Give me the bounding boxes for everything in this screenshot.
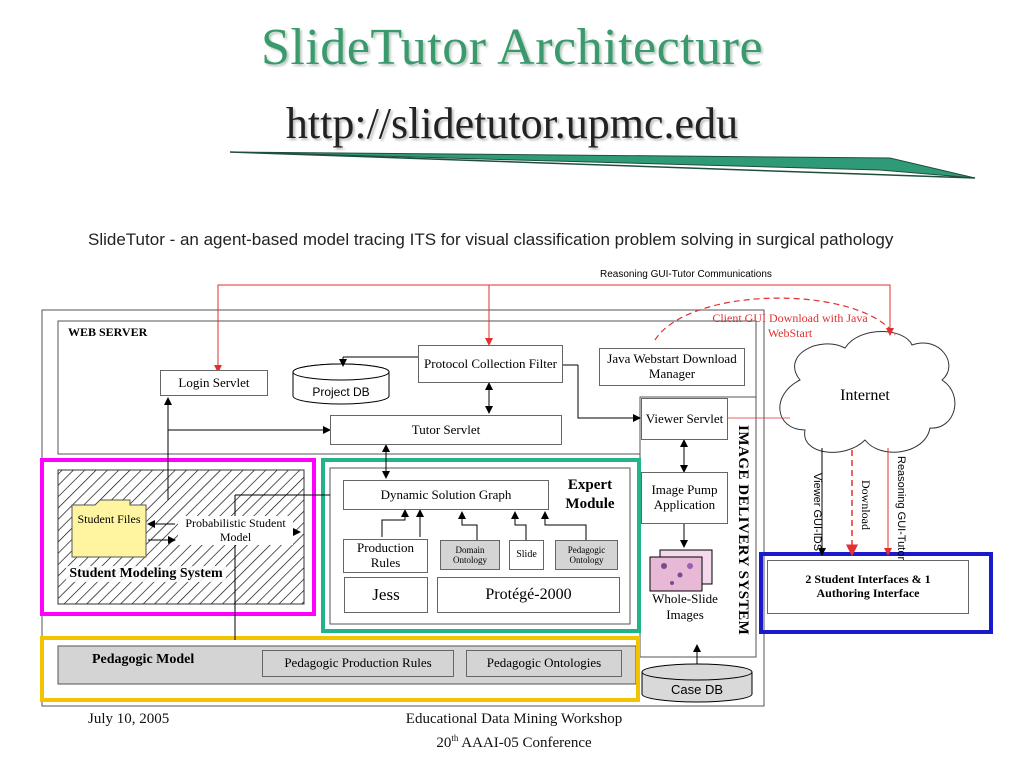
download-label: Download	[859, 480, 873, 530]
interfaces-box: 2 Student Interfaces & 1 Authoring Inter…	[767, 560, 969, 614]
java-webstart: Java Webstart Download Manager	[599, 348, 745, 386]
student-files: Student Files	[77, 512, 141, 526]
case-db: Case DB	[670, 682, 724, 697]
login-servlet: Login Servlet	[160, 370, 268, 396]
footer-workshop: Educational Data Mining Workshop	[405, 711, 623, 727]
footer-conference: 20th AAAI-05 Conference	[370, 733, 658, 752]
conf-rest: AAAI-05 Conference	[458, 735, 592, 751]
pedagogic-ontology: Pedagogic Ontology	[555, 540, 618, 570]
image-pump: Image Pump Application	[641, 472, 728, 524]
probabilistic-student-model: Probabilistic Student Model	[178, 516, 293, 545]
title-underline	[229, 151, 976, 179]
footer-date: July 10, 2005	[88, 711, 170, 727]
web-server-label: WEB SERVER	[68, 325, 148, 339]
client-download-label: Client GUI Download with Java WebStart	[712, 311, 868, 340]
pedagogic-ontologies: Pedagogic Ontologies	[466, 650, 622, 677]
conf-superscript: th	[451, 733, 459, 743]
protocol-filter: Protocol Collection Filter	[418, 345, 563, 383]
jess-box: Jess	[344, 577, 428, 613]
pedagogic-production-rules: Pedagogic Production Rules	[262, 650, 454, 677]
dynamic-solution-graph: Dynamic Solution Graph	[343, 480, 549, 510]
reasoning-gui-label: Reasoning GUI-Tutor	[895, 456, 907, 561]
viewer-servlet: Viewer Servlet	[641, 398, 728, 440]
internet-label: Internet	[840, 387, 890, 404]
tutor-servlet: Tutor Servlet	[330, 415, 562, 445]
project-db: Project DB	[312, 385, 370, 399]
slide-url: http://slidetutor.upmc.edu	[285, 99, 739, 148]
reasoning-comm-label: Reasoning GUI-Tutor Communications	[600, 269, 772, 280]
production-rules: Production Rules	[343, 539, 428, 573]
viewer-gui-label: Viewer GUI-IDS	[811, 473, 823, 552]
conf-number: 20	[436, 735, 452, 751]
pedagogic-model-label: Pedagogic Model	[92, 652, 195, 667]
student-modeling-label: Student Modeling System	[66, 566, 226, 583]
slide-subtitle: SlideTutor - an agent-based model tracin…	[88, 230, 894, 249]
domain-ontology: Domain Ontology	[440, 540, 500, 570]
image-delivery-label: IMAGE DELIVERY SYSTEM	[735, 425, 751, 636]
whole-slide-images: Whole-Slide Images	[652, 591, 718, 622]
slide-box: Slide	[509, 540, 544, 570]
slide-title: SlideTutor Architecture	[260, 19, 764, 76]
protege-box: Protégé-2000	[437, 577, 620, 613]
expert-module-label: Expert Module	[565, 477, 615, 512]
